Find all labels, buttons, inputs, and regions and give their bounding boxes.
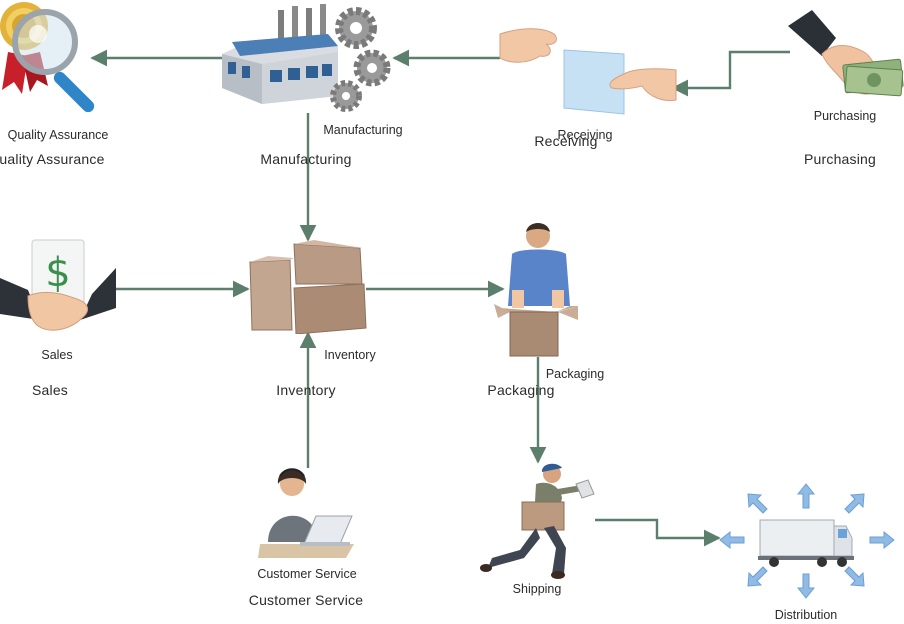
svg-text:$: $ (45, 250, 70, 296)
purchasing-caption: Purchasing (803, 151, 877, 167)
truck-arrows-icon[interactable] (718, 482, 898, 600)
quality-assurance-label: Quality Assurance (7, 128, 109, 142)
receiving-label: Receiving (557, 128, 613, 142)
factory-gears-icon[interactable] (218, 2, 398, 114)
distribution-label: Distribution (774, 608, 838, 622)
award-magnifier-icon[interactable] (0, 0, 120, 122)
inventory-caption: Inventory (276, 382, 336, 398)
connector-shipping-distribution[interactable] (595, 518, 721, 547)
manufacturing-label: Manufacturing (323, 123, 403, 137)
operator-headset-icon[interactable] (258, 462, 358, 560)
purchasing-label: Purchasing (813, 109, 877, 123)
courier-running-icon[interactable] (478, 462, 598, 580)
shipping-label: Shipping (512, 582, 562, 596)
inventory-label: Inventory (324, 348, 376, 362)
hand-money-icon[interactable] (784, 8, 904, 102)
connector-purchasing-receiving[interactable] (671, 50, 790, 97)
sales-caption: Sales (31, 382, 69, 398)
manufacturing-caption: Manufacturing (260, 151, 352, 167)
sales-label: Sales (41, 348, 73, 362)
worker-box-icon[interactable] (494, 220, 584, 358)
stacked-boxes-icon[interactable] (248, 240, 368, 334)
packaging-label: Packaging (545, 367, 605, 381)
handshake-dollar-icon[interactable]: $ (0, 238, 120, 338)
packaging-caption: Packaging (487, 382, 555, 398)
hands-document-icon[interactable] (498, 24, 678, 116)
customer-service-caption: Customer Service (248, 592, 364, 608)
customer-service-label: Customer Service (257, 567, 357, 581)
quality-assurance-caption: uality Assurance (0, 151, 105, 167)
receiving-caption: Receiving (534, 133, 598, 149)
